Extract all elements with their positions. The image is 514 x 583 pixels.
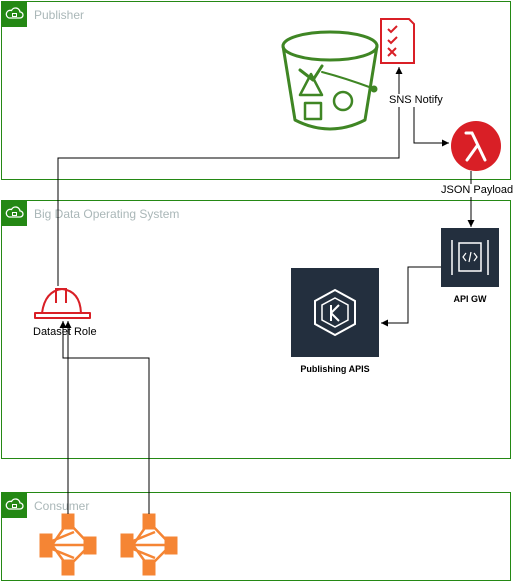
consumer-group: Consumer — [1, 492, 511, 581]
dataset-role-label: Dataset Role — [33, 326, 97, 338]
json-payload-label: JSON Payload — [441, 184, 514, 197]
apigw-to-eks-connector — [381, 266, 441, 327]
cloud-lock-icon — [2, 2, 27, 27]
eks-icon — [291, 268, 379, 357]
bdos-group-label: Big Data Operating System — [34, 207, 180, 221]
cloud-lock-icon — [2, 201, 27, 226]
cloud-lock-icon — [2, 493, 27, 518]
sns-checklist-icon — [380, 18, 415, 64]
lambda-icon — [451, 121, 501, 171]
publisher-group: Publisher — [1, 1, 511, 180]
api-gw-icon — [441, 228, 499, 287]
publishing-apis-label: Publishing APIS — [300, 364, 370, 374]
role-to-sns-connector — [57, 67, 403, 286]
consumer-node-icon — [120, 513, 178, 576]
publisher-group-label: Publisher — [34, 8, 85, 22]
s3-bucket-icon — [281, 30, 379, 131]
bdos-group: Big Data Operating System — [1, 200, 511, 459]
sns-notify-label: SNS Notify — [389, 94, 443, 107]
hard-hat-icon — [34, 288, 91, 319]
api-gw-label: API GW — [453, 294, 487, 304]
consumer2-to-role-connector — [59, 321, 150, 514]
consumer-node-icon — [39, 513, 97, 576]
consumer-group-label: Consumer — [34, 499, 90, 513]
